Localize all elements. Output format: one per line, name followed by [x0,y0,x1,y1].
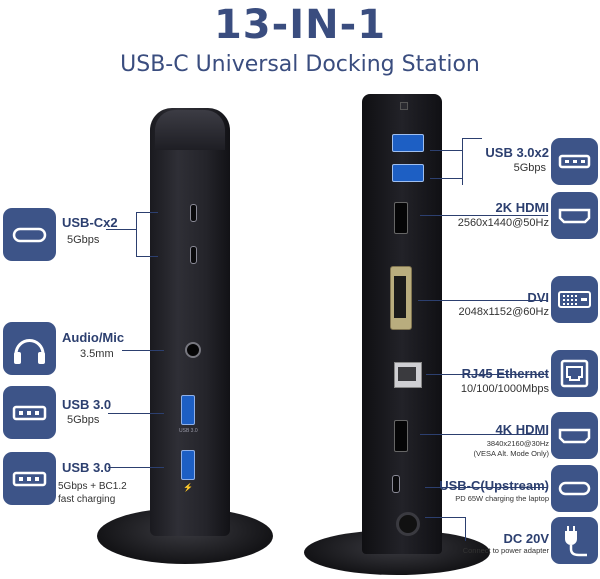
connector-line [136,212,137,256]
audio-jack [185,342,201,358]
charge-bolt-icon: ⚡ [183,483,193,492]
connector-line [425,517,465,518]
connector-line [465,517,466,541]
feature-detail: fast charging [58,494,116,505]
connector-line [418,300,548,301]
feature-detail: 10/100/1000Mbps [460,383,549,395]
feature-label: RJ45 Ethernet [461,366,549,381]
usb-c-upstream-port [392,475,400,493]
usb-a-icon [3,452,56,505]
usb-a-port-top [392,134,424,152]
usb-a-icon [551,138,598,185]
usb-a-port-1 [181,395,195,425]
connector-line [108,467,164,468]
connector-line [430,150,462,151]
dock-rear-view [300,90,500,579]
usb-c-port-1 [190,204,197,222]
feature-detail: 3.5mm [80,348,114,360]
feature-detail: 5Gbps + BC1.2 [58,481,127,492]
feature-label: 2K HDMI [495,200,549,215]
rj45-socket [398,367,416,381]
power-button [400,102,408,110]
feature-detail: 2560x1440@50Hz [457,217,549,229]
connector-line [462,138,463,185]
usb-c-icon [551,465,598,512]
feature-detail: PD 65W charging the laptop [455,494,549,503]
feature-label: 4K HDMI [495,422,549,437]
dvi-icon [551,276,598,323]
feature-label: USB 3.0 [62,397,112,412]
page-title: 13-IN-1 [213,2,387,48]
feature-label: DVI [527,290,549,305]
usb-c-port-2 [190,246,197,264]
feature-label: DC 20V [503,531,549,546]
headphones-icon [3,322,56,375]
connector-line [430,178,462,179]
connector-line [420,434,548,435]
usb-a-port-top [392,164,424,182]
feature-detail: 2048x1152@60Hz [458,306,549,318]
feature-detail: Connect to power adapter [462,546,549,555]
connector-line [108,413,164,414]
feature-label: USB-C(Upstream) [439,478,549,493]
dc-jack [396,512,420,536]
usb30-port-mark: USB 3.0 [179,428,198,434]
page-subtitle: USB-C Universal Docking Station [120,52,480,77]
dock-top-face [155,110,225,150]
hdmi-icon [551,192,598,239]
usb-a-port-2 [181,450,195,480]
feature-detail: 5Gbps [67,414,100,426]
connector-line [136,212,158,213]
hdmi-port [394,420,408,452]
hdmi-port [394,202,408,234]
usb-c-icon [3,208,56,261]
feature-detail: (VESA Alt. Mode Only) [473,449,549,458]
feature-detail: 5Gbps [67,234,100,246]
feature-label: USB 3.0 [62,460,112,475]
feature-label: USB-Cx2 [62,215,118,230]
feature-detail: 3840x2160@30Hz [486,439,549,448]
connector-line [425,487,548,488]
connector-line [426,374,548,375]
feature-detail: 5Gbps [513,162,546,174]
dvi-pins [394,276,406,318]
feature-label: USB 3.0x2 [485,145,549,160]
dock-front-view: USB 3.0 ⚡ [95,100,315,570]
connector-line [136,256,158,257]
connector-line [462,138,482,139]
usb-a-icon [3,386,56,439]
connector-line [420,215,548,216]
feature-label: Audio/Mic [62,330,125,345]
connector-line [122,350,164,351]
connector-line [106,229,136,230]
ethernet-icon [551,350,598,397]
hdmi-icon [551,412,598,459]
power-plug-icon [551,517,598,564]
